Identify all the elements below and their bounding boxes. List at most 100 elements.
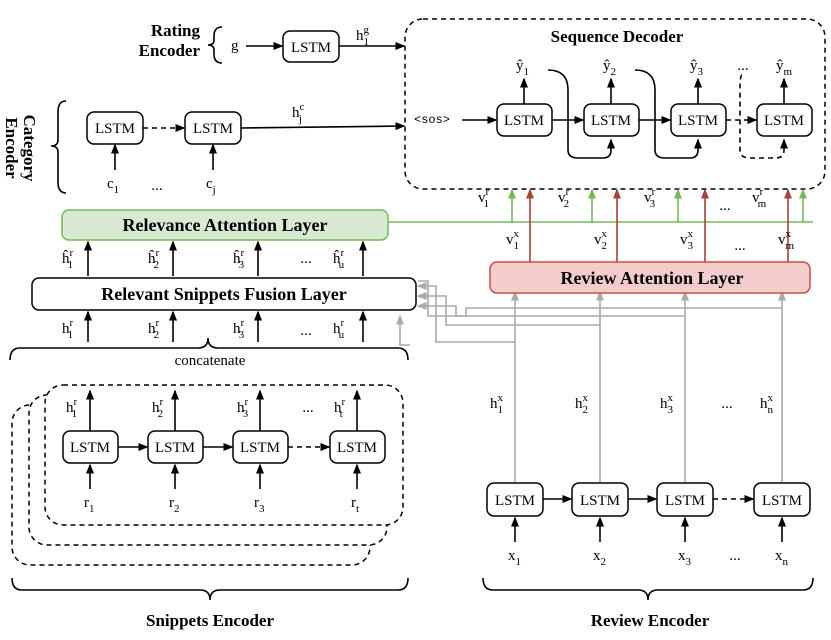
relevance-layer-label: Relevance Attention Layer xyxy=(123,215,328,235)
decoder-output-4: ŷm xyxy=(776,58,793,78)
svg-text:LSTM: LSTM xyxy=(762,493,802,509)
category-encoder-title-2: Encoder xyxy=(2,117,21,179)
grey-connections xyxy=(396,280,786,482)
decoder-output-3: ŷ3 xyxy=(690,58,704,78)
fused-dots: ... xyxy=(300,251,311,267)
concatenate-label: concatenate xyxy=(175,353,246,369)
review-input-1: x1 xyxy=(508,548,521,568)
decoder-lstm-3: LSTM xyxy=(670,103,727,137)
snippets-encoder-title: Snippets Encoder xyxy=(146,611,274,630)
svg-text:LSTM: LSTM xyxy=(665,493,705,509)
category-input-1: c1 xyxy=(107,176,119,196)
review-lstm-1: LSTM xyxy=(486,482,544,517)
svg-text:LSTM: LSTM xyxy=(337,440,377,456)
review-lstm-n: LSTM xyxy=(753,482,811,517)
svg-text:LSTM: LSTM xyxy=(193,121,233,137)
svg-text:LSTM: LSTM xyxy=(155,440,195,456)
svg-text:LSTM: LSTM xyxy=(764,113,804,129)
relevance-attention-layer: Relevance Attention Layer xyxy=(61,209,389,241)
category-lstm-j: LSTM xyxy=(184,111,242,145)
review-attention-layer: Review Attention Layer xyxy=(489,261,811,294)
category-encoder-title-1: Category xyxy=(20,114,39,182)
snippet-input-labels: r1 r2 r3 rt xyxy=(84,495,359,515)
snippet-input-3: r3 xyxy=(254,495,265,515)
fusion-input-arrows xyxy=(84,310,367,342)
svg-text:LSTM: LSTM xyxy=(70,440,110,456)
rating-input-label: g xyxy=(231,38,239,54)
review-input-3: x3 xyxy=(678,548,692,568)
svg-text:LSTM: LSTM xyxy=(240,440,280,456)
snippet-lstm-t: LSTM xyxy=(329,430,386,464)
snippets-encoder-brace: Snippets Encoder xyxy=(11,577,409,630)
sequence-decoder-title: Sequence Decoder xyxy=(551,27,684,46)
category-lstm-1: LSTM xyxy=(86,111,144,145)
review-encoder-title: Review Encoder xyxy=(591,611,710,630)
svg-text:LSTM: LSTM xyxy=(504,113,544,129)
review-layer-label: Review Attention Layer xyxy=(561,268,744,288)
snippet-input-2: r2 xyxy=(169,495,180,515)
decoder-lstm-1: LSTM xyxy=(496,103,553,137)
rating-lstm: LSTM xyxy=(282,30,340,63)
green-connections xyxy=(388,188,813,223)
snippet-lstm-2: LSTM xyxy=(147,430,204,464)
decoder-output-1: ŷ1 xyxy=(516,58,529,78)
review-vector-dots: ... xyxy=(734,238,745,254)
snippet-dots: ... xyxy=(302,400,313,416)
snippet-lstm-1: LSTM xyxy=(62,430,119,464)
review-input-4: xn xyxy=(775,548,789,568)
review-input-2: x2 xyxy=(593,548,606,568)
svg-text:LSTM: LSTM xyxy=(95,121,135,137)
rating-encoder-title-2: Encoder xyxy=(139,41,201,60)
sequence-decoder: Sequence Decoder <sos> LSTM LSTM LSTM LS… xyxy=(404,18,826,190)
red-connections xyxy=(526,188,792,262)
svg-text:LSTM: LSTM xyxy=(495,493,535,509)
review-input-labels: x1 x2 x3 xn xyxy=(508,548,789,568)
review-lstm-3: LSTM xyxy=(656,482,714,517)
decoder-lstm-m: LSTM xyxy=(756,103,813,137)
snippet-input-4: rt xyxy=(351,495,359,515)
fused-output-arrows xyxy=(84,240,367,276)
fusion-input-dots: ... xyxy=(300,323,311,339)
relevance-vector-dots: ... xyxy=(719,198,730,214)
review-encoder-brace: Review Encoder xyxy=(482,577,814,630)
svg-text:LSTM: LSTM xyxy=(591,113,631,129)
decoder-dots: ... xyxy=(737,58,748,74)
rating-encoder-title-1: Rating xyxy=(151,21,201,40)
snippet-input-1: r1 xyxy=(84,495,95,515)
review-input-dots: ... xyxy=(729,548,740,564)
